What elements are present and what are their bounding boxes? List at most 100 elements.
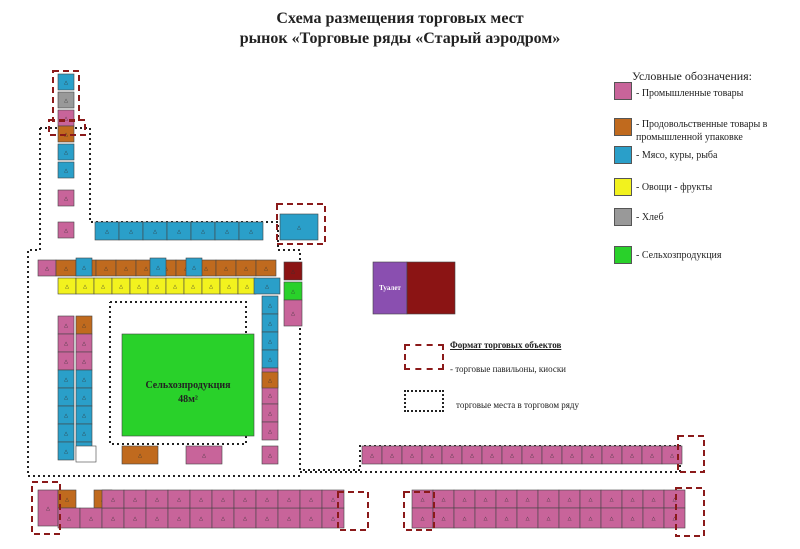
stall-mark: △ <box>199 516 203 522</box>
stall-mark: △ <box>268 453 272 459</box>
stall-mark: △ <box>370 453 374 459</box>
stall-mark: △ <box>82 341 86 347</box>
stall-mark: △ <box>265 516 269 522</box>
stall-mark: △ <box>568 516 572 522</box>
stall-mark: △ <box>245 284 249 290</box>
stall-mark: △ <box>64 449 68 455</box>
stall-mark: △ <box>64 431 68 437</box>
stall-mark: △ <box>111 516 115 522</box>
stall-mark: △ <box>46 506 50 512</box>
legend-swatch-farm <box>614 246 632 264</box>
stall-mark: △ <box>82 265 86 271</box>
stall-mark: △ <box>470 453 474 459</box>
stall-mark: △ <box>331 497 335 503</box>
stall-mark: △ <box>199 497 203 503</box>
stall-left-column <box>57 73 75 91</box>
stall-mark: △ <box>650 453 654 459</box>
legend-swatch-vegetables <box>614 178 632 196</box>
stall-mark: △ <box>64 196 68 202</box>
format-row-swatch <box>404 390 444 412</box>
stall-mark: △ <box>589 497 593 503</box>
title-line-1: Схема размещения торговых мест <box>276 10 524 27</box>
stall-mark: △ <box>155 497 159 503</box>
stall-mark: △ <box>268 378 272 384</box>
stall-mark: △ <box>64 323 68 329</box>
stall-mark: △ <box>82 395 86 401</box>
title-line-2: рынок «Торговые ряды «Старый аэродром» <box>239 30 561 47</box>
stall-mark: △ <box>64 266 68 272</box>
stall-inner-left <box>57 441 75 461</box>
stall-mark: △ <box>105 229 109 235</box>
legend-label-industrial: - Промышленные товары <box>636 88 744 99</box>
stall-mark: △ <box>124 266 128 272</box>
stall-mark: △ <box>138 453 142 459</box>
stall-mark: △ <box>590 453 594 459</box>
stall-mark: △ <box>83 284 87 290</box>
center-farm-label: Сельхозпродукция <box>145 380 231 391</box>
stall-mark: △ <box>463 516 467 522</box>
stall-mark: △ <box>64 168 68 174</box>
stall-row1-blue <box>185 257 203 277</box>
stall-mark: △ <box>249 229 253 235</box>
stall-row1-blue <box>149 257 167 277</box>
stall-mark: △ <box>64 228 68 234</box>
stall-mark: △ <box>191 284 195 290</box>
stall-mark: △ <box>64 395 68 401</box>
stall-left-column <box>57 161 75 179</box>
stall-mark: △ <box>410 453 414 459</box>
stall-mark: △ <box>309 497 313 503</box>
stall-mark: △ <box>442 497 446 503</box>
center-farm-area <box>121 333 255 437</box>
legend-swatch-meat <box>614 146 632 164</box>
legend-swatch-industrial <box>614 82 632 100</box>
legend-label-farm: - Сельхозпродукция <box>636 250 722 261</box>
toilet-label: Туалет <box>379 284 401 292</box>
stall-mark: △ <box>421 497 425 503</box>
center-farm-area: 48м² <box>178 394 198 405</box>
stall-mark: △ <box>133 497 137 503</box>
stall-mark: △ <box>89 516 93 522</box>
stall-mark: △ <box>610 453 614 459</box>
stall-mark: △ <box>224 266 228 272</box>
pavilion-top-right <box>276 203 326 245</box>
stall-mark: △ <box>309 516 313 522</box>
legend-swatch-bread <box>614 208 632 226</box>
stall-pavilion-top <box>279 213 319 241</box>
stall-mark: △ <box>265 497 269 503</box>
legend-label-meat: - Мясо, куры, рыба <box>636 150 718 161</box>
stall-mark: △ <box>64 377 68 383</box>
stall-mark: △ <box>155 284 159 290</box>
pavilion-bottom-mid <box>337 491 369 531</box>
stall-mark: △ <box>550 453 554 459</box>
stall-mark: △ <box>45 266 49 272</box>
stall-mark: △ <box>568 497 572 503</box>
stall-mark: △ <box>221 516 225 522</box>
stall-bottom-right-row <box>663 507 686 529</box>
stall-left-column <box>57 221 75 239</box>
stall-mark: △ <box>287 497 291 503</box>
stall-mark: △ <box>547 497 551 503</box>
stall-mark: △ <box>484 497 488 503</box>
stall-mark: △ <box>526 516 530 522</box>
format-row-label: торговые места в торговом ряду <box>456 400 579 410</box>
stall-mark: △ <box>287 516 291 522</box>
pavilion-bottom-right-start <box>403 491 435 531</box>
stall-mark: △ <box>610 497 614 503</box>
center-boundary <box>109 301 247 445</box>
stall-mark: △ <box>156 265 160 271</box>
format-pavilions-label: - торговые павильоны, киоски <box>450 364 567 374</box>
stall-mark: △ <box>589 516 593 522</box>
pavilion-bottom-right-end <box>675 487 705 537</box>
building-dark <box>406 261 456 315</box>
stall-mark: △ <box>673 516 677 522</box>
stall-mark: △ <box>111 497 115 503</box>
pavilion-bottom-left <box>31 481 61 535</box>
stall-mark: △ <box>243 516 247 522</box>
stall-mark: △ <box>652 497 656 503</box>
stall-mark: △ <box>291 311 295 317</box>
legend-title: Условные обозначения: <box>632 69 753 83</box>
stall-mark: △ <box>297 225 301 231</box>
office-box <box>75 445 97 463</box>
stall-mark: △ <box>64 359 68 365</box>
